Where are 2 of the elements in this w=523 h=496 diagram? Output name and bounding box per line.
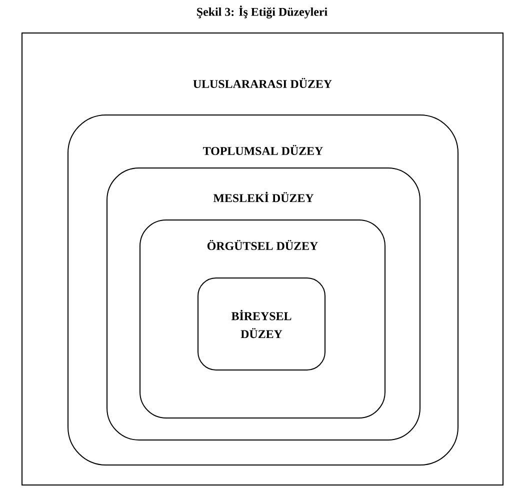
figure-title: Şekil 3: İş Etiği Düzeyleri [197,6,328,18]
level-box: BİREYSEL DÜZEY [198,278,326,370]
